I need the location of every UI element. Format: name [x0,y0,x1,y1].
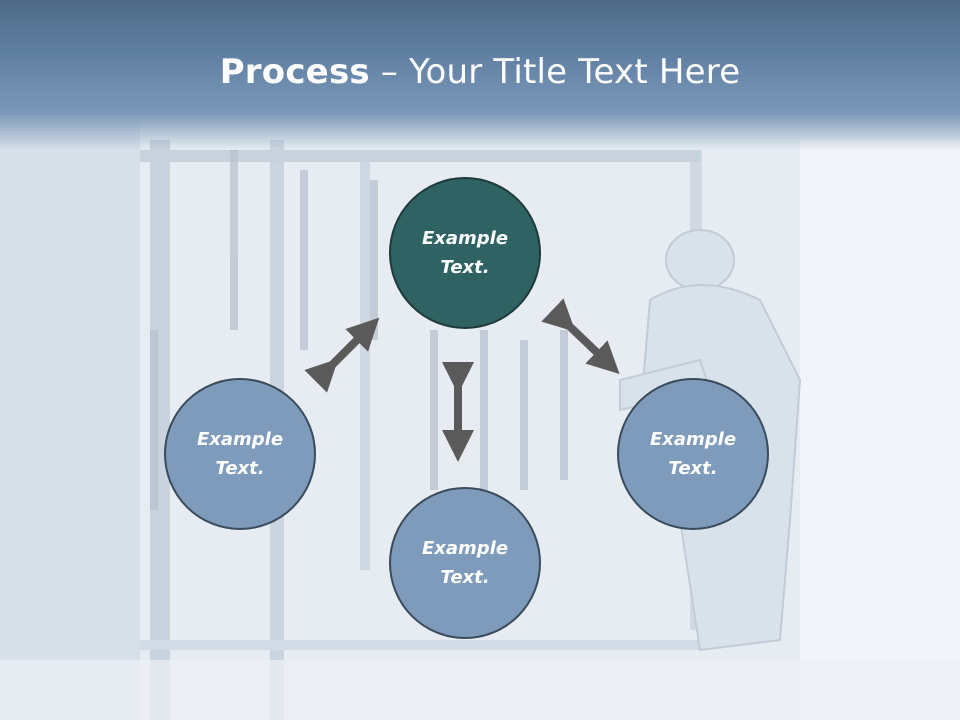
node-bottom: Example Text. [389,487,541,639]
node-top: Example Text. [389,177,541,329]
slide-title: Process – Your Title Text Here [0,52,960,92]
title-bar [0,0,960,150]
node-top-label: Example Text. [421,228,509,278]
node-right: Example Text. [617,378,769,530]
node-bottom-label: Example Text. [421,538,509,588]
title-rest: – Your Title Text Here [369,52,741,92]
node-left-label: Example Text. [196,429,284,479]
title-bold: Process [219,52,370,92]
node-right-label: Example Text. [649,429,737,479]
node-left: Example Text. [164,378,316,530]
